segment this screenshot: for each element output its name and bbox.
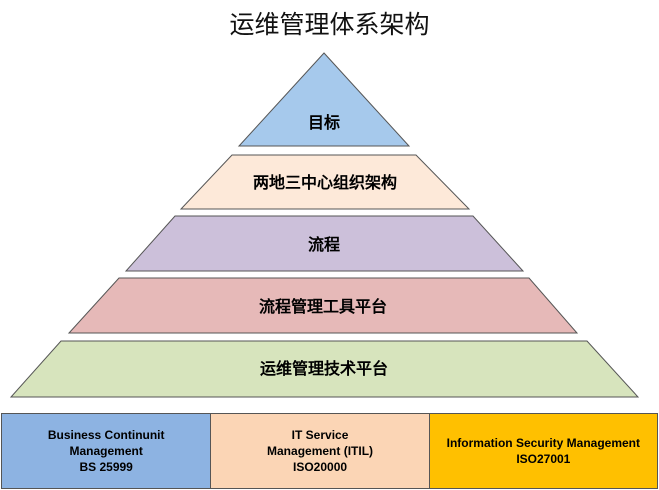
standards-bar: Business Continunit Management BS 25999 … <box>1 413 658 489</box>
standard-bcm-line-1: Business Continunit <box>47 428 165 442</box>
layer-process-tool-platform-label: 流程管理工具平台 <box>259 297 387 316</box>
layer-ops-technical-platform-label: 运维管理技术平台 <box>260 359 388 378</box>
layer-ops-technical-platform-shape <box>9 340 640 398</box>
layer-goal-shape <box>237 52 411 147</box>
diagram-title: 运维管理体系架构 <box>229 10 430 39</box>
layer-process-label: 流程 <box>308 235 340 254</box>
standard-isms-line-1: Information Security Management <box>446 436 641 450</box>
layer-organization-shape <box>179 154 471 210</box>
pyramid-diagram: 目标 两地三中心组织架构 流程 流程管理工具平台 运维管理技术平台 <box>9 52 640 398</box>
standard-isms-box: Information Security Management ISO27001 <box>428 414 657 488</box>
standard-bcm-line-3: BS 25999 <box>79 460 133 474</box>
standard-itil-line-3: ISO20000 <box>293 460 348 474</box>
layer-process-tool-platform-shape <box>67 277 579 334</box>
layer-organization-label: 两地三中心组织架构 <box>253 173 397 192</box>
standard-isms-line-2: ISO27001 <box>516 452 571 466</box>
standard-bcm-box: Business Continunit Management BS 25999 <box>2 414 211 488</box>
standard-itil-box: IT Service Management (ITIL) ISO20000 <box>210 414 429 488</box>
standard-itil-line-1: IT Service <box>291 428 349 442</box>
standard-bcm-line-2: Management <box>69 444 143 458</box>
layer-process-shape <box>124 215 525 272</box>
layer-goal-label: 目标 <box>308 113 340 132</box>
standard-itil-line-2: Management (ITIL) <box>267 444 374 458</box>
